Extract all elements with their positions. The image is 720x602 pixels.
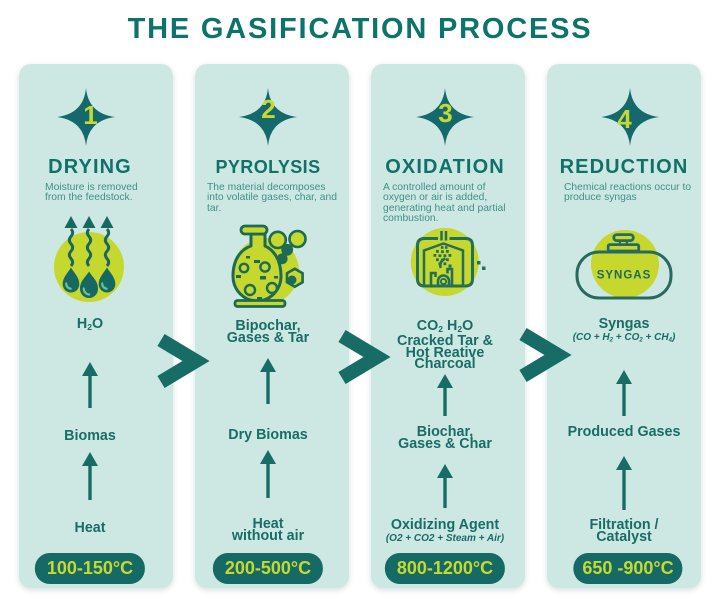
svg-text:1: 1 xyxy=(83,100,97,130)
svg-text:2: 2 xyxy=(261,94,275,124)
svg-text:4: 4 xyxy=(617,104,632,134)
svg-text:SYNGAS: SYNGAS xyxy=(597,270,652,282)
svg-text:3: 3 xyxy=(438,98,452,128)
